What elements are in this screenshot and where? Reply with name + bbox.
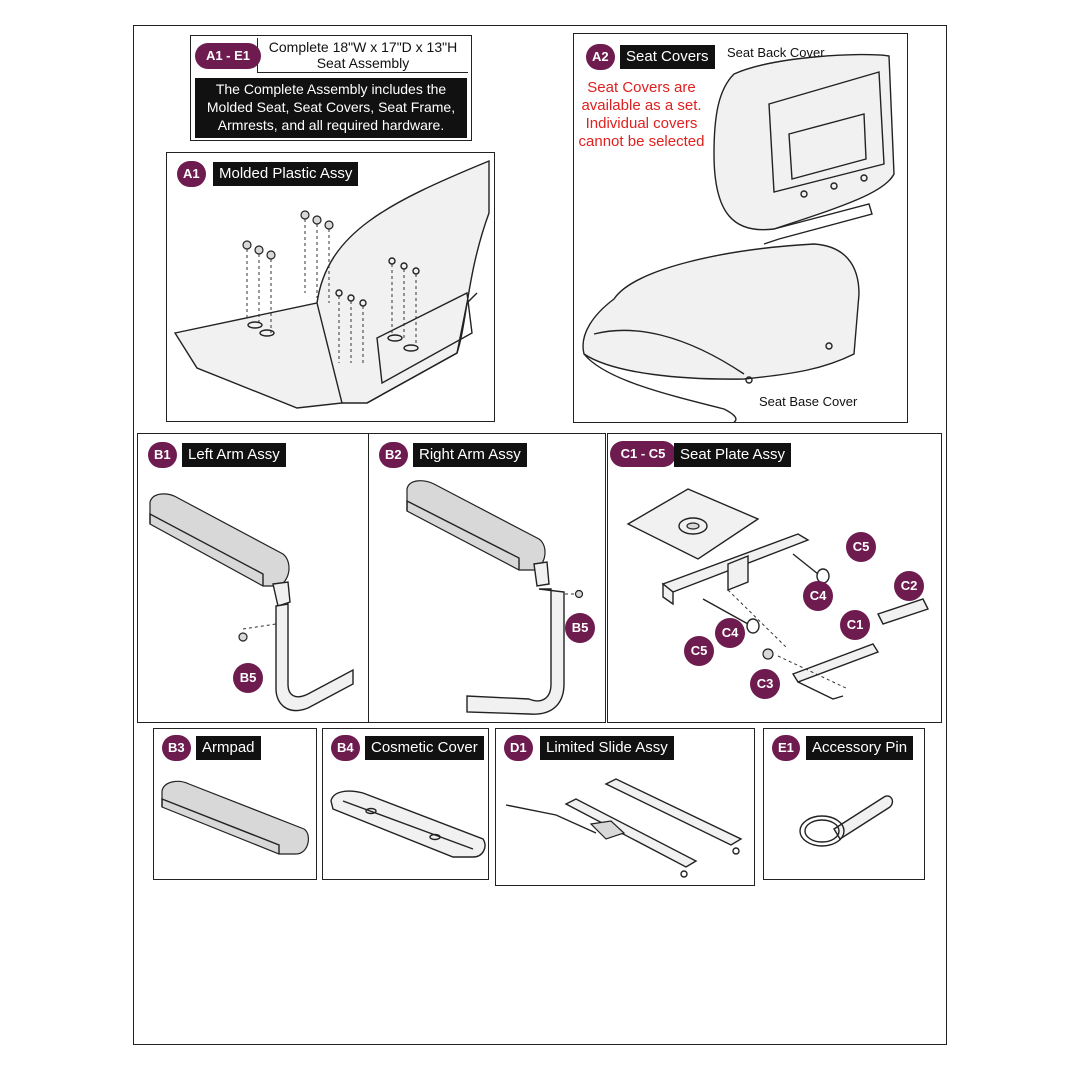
panel-c1-c5-seat-plate: C1 - C5 Seat Plate Assy C5 C4 C2 C4 C1 C… bbox=[607, 433, 942, 723]
panel-e1-accessory-pin: E1 Accessory Pin bbox=[763, 728, 925, 880]
assembly-note-line3: Armrests, and all required hardware. bbox=[217, 117, 445, 133]
label-e1: Accessory Pin bbox=[806, 736, 914, 760]
badge-d1: D1 bbox=[504, 735, 533, 761]
accessory-pin-drawing bbox=[799, 795, 894, 847]
seat-covers-note-line3: Individual covers bbox=[585, 115, 698, 132]
label-b3: Armpad bbox=[196, 736, 261, 760]
seat-covers-drawing bbox=[582, 53, 895, 422]
seat-covers-note-line4: cannot be selected bbox=[578, 133, 705, 150]
seat-covers-note: Seat Covers are available as a set. Indi… bbox=[574, 79, 709, 151]
complete-assembly-box: Complete 18"W x 17"D x 13"H Seat Assembl… bbox=[190, 35, 472, 141]
callout-c3: C3 bbox=[750, 669, 780, 699]
callout-c4-right: C4 bbox=[803, 581, 833, 611]
panel-a2-seat-covers: A2 Seat Covers Seat Back Cover Seat Cove… bbox=[573, 33, 908, 423]
assembly-note: The Complete Assembly includes the Molde… bbox=[195, 78, 467, 138]
panel-b4-cosmetic-cover: B4 Cosmetic Cover bbox=[322, 728, 489, 880]
badge-b4: B4 bbox=[331, 735, 360, 761]
callout-c5-top: C5 bbox=[846, 532, 876, 562]
panel-d1-limited-slide: D1 Limited Slide Assy bbox=[495, 728, 755, 886]
panel-a1-molded-plastic: A1 Molded Plastic Assy bbox=[166, 152, 495, 422]
badge-b3: B3 bbox=[162, 735, 191, 761]
label-d1: Limited Slide Assy bbox=[540, 736, 674, 760]
panel-b3-armpad: B3 Armpad bbox=[153, 728, 317, 880]
badge-b2: B2 bbox=[379, 442, 408, 468]
callout-c1: C1 bbox=[840, 610, 870, 640]
right-arm-drawing bbox=[406, 480, 584, 715]
callout-c2: C2 bbox=[894, 571, 924, 601]
assembly-title-line2: Seat Assembly bbox=[316, 55, 410, 71]
seat-covers-note-line1: Seat Covers are bbox=[587, 79, 696, 96]
molded-seat-drawing bbox=[173, 159, 490, 409]
assembly-note-line1: The Complete Assembly includes the bbox=[215, 81, 447, 97]
seat-base-cover-label: Seat Base Cover bbox=[759, 394, 858, 409]
armpad-drawing bbox=[161, 780, 310, 855]
callout-b2-b5: B5 bbox=[565, 613, 595, 643]
seat-covers-note-line2: available as a set. bbox=[581, 97, 702, 114]
panel-b1-left-arm: B1 Left Arm Assy B5 bbox=[137, 433, 370, 723]
cosmetic-cover-drawing bbox=[330, 790, 486, 858]
callout-b1-b5: B5 bbox=[233, 663, 263, 693]
complete-assembly-title-box: Complete 18"W x 17"D x 13"H Seat Assembl… bbox=[257, 38, 468, 73]
badge-a1: A1 bbox=[177, 161, 206, 187]
callout-c4-left: C4 bbox=[715, 618, 745, 648]
callout-c5-bottom: C5 bbox=[684, 636, 714, 666]
label-a1: Molded Plastic Assy bbox=[213, 162, 359, 186]
label-c1-c5: Seat Plate Assy bbox=[674, 443, 792, 467]
label-a2: Seat Covers bbox=[620, 45, 715, 69]
badge-e1: E1 bbox=[772, 735, 800, 761]
assembly-title-line1: Complete 18"W x 17"D x 13"H bbox=[268, 39, 458, 55]
label-b2: Right Arm Assy bbox=[413, 443, 527, 467]
badge-a1-e1: A1 - E1 bbox=[195, 43, 261, 69]
seat-back-cover-label: Seat Back Cover bbox=[727, 45, 825, 60]
badge-c1-c5: C1 - C5 bbox=[610, 441, 676, 467]
badge-a2: A2 bbox=[586, 44, 615, 70]
parts-sheet bbox=[133, 25, 947, 1045]
badge-b1: B1 bbox=[148, 442, 177, 468]
label-b4: Cosmetic Cover bbox=[365, 736, 484, 760]
limited-slide-drawing bbox=[505, 778, 743, 878]
left-arm-drawing bbox=[149, 493, 354, 712]
panel-b2-right-arm: B2 Right Arm Assy B5 bbox=[368, 433, 606, 723]
label-b1: Left Arm Assy bbox=[182, 443, 286, 467]
assembly-note-line2: Molded Seat, Seat Covers, Seat Frame, bbox=[206, 99, 456, 115]
seat-plate-drawing bbox=[626, 488, 929, 700]
